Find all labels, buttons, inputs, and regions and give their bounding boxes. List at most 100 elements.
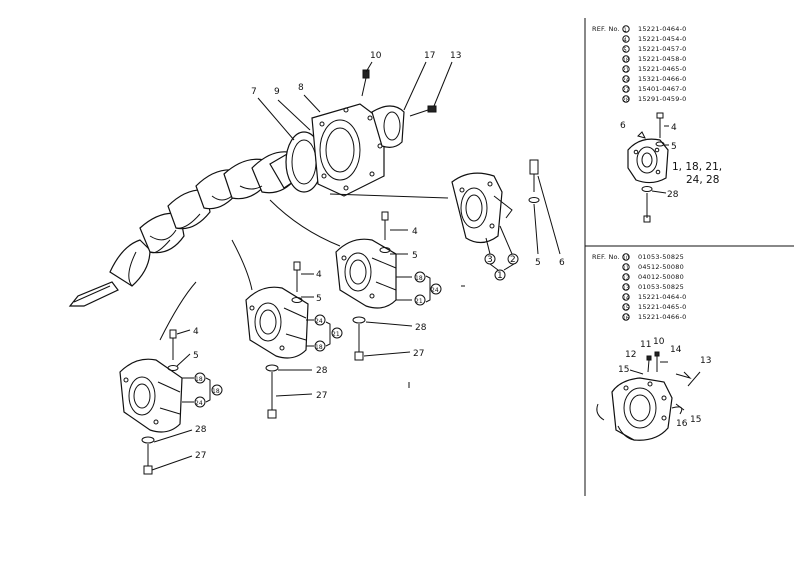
callout-4: 4 — [412, 227, 418, 237]
callout-21: 21 — [332, 331, 340, 338]
pin-icon — [529, 159, 539, 175]
callout-8: 8 — [298, 83, 304, 93]
callout-5: 5 — [412, 251, 418, 261]
callout-24: 24 — [315, 318, 323, 325]
inset-1-label: 28 — [667, 190, 679, 200]
bolt-head-icon — [427, 105, 437, 113]
bolt-icon — [687, 371, 701, 387]
ref-number: 4 — [624, 38, 627, 44]
leader-line — [485, 237, 491, 255]
callout-5: 5 — [193, 351, 199, 361]
ref-table-1-row: 27 15401-0467-0 — [622, 85, 686, 94]
inset-2-label: 15 — [618, 365, 629, 375]
part-number: 01053-50825 — [638, 283, 684, 291]
bolt-head-icon — [354, 351, 364, 361]
inset-1-label: 5 — [671, 142, 677, 152]
ref-table-1: REF. No. 1 15221-0464-0 4 15221-0454-0 5… — [592, 25, 686, 104]
ref-number: 18 — [623, 58, 630, 64]
seal-lip-icon — [596, 403, 605, 421]
ref-table-1-row: 5 15221-0457-0 — [622, 45, 686, 54]
ref-table-1-title: REF. No. — [592, 25, 620, 33]
ref-table-1-row: 1 15221-0464-0 — [622, 25, 686, 34]
inset-2-label: 15 — [690, 415, 701, 425]
callout-24: 24 — [431, 287, 439, 294]
inset-1-group-label: 1, 18, 21, — [672, 161, 722, 173]
callout-28: 28 — [415, 323, 427, 333]
part-number: 15221-0457-0 — [638, 45, 686, 53]
leader-line — [277, 99, 311, 131]
washer-icon — [167, 365, 179, 371]
leader-line — [329, 193, 449, 199]
ref-table-2-row: 10 01053-50825 — [622, 253, 684, 262]
callout-4: 4 — [193, 327, 199, 337]
leader-line — [159, 281, 197, 341]
inset-2-label: 13 — [700, 356, 711, 366]
callout-21: 21 — [415, 298, 423, 305]
bearing-housing-a-drawing — [335, 211, 431, 361]
inset-1-group-label: 24, 28 — [686, 174, 719, 186]
ref-number: 10 — [623, 256, 630, 262]
callout-2: 2 — [510, 255, 516, 265]
leader-line — [257, 97, 295, 141]
part-number: 15221-0465-0 — [638, 65, 686, 73]
callout-24: 24 — [195, 400, 203, 407]
leader-line — [365, 61, 373, 73]
ref-table-1-row: 4 15221-0454-0 — [622, 35, 686, 44]
callout-27: 27 — [195, 451, 206, 461]
callout-13: 13 — [450, 51, 461, 61]
ref-number: 13 — [623, 286, 630, 292]
ref-table-2: REF. No. 10 01053-50825 11 04512-50080 1… — [592, 253, 686, 322]
bolt-head-icon — [143, 465, 153, 475]
callout-3: 3 — [487, 255, 493, 265]
leader-line — [533, 203, 539, 255]
leader-line — [303, 94, 321, 113]
ref-table-2-row: 14 15221-0464-0 — [622, 293, 686, 302]
part-number: 15401-0467-0 — [638, 85, 686, 93]
ref-table-2-row: 12 04012-50080 — [622, 273, 684, 282]
rear-housing-drawing — [329, 159, 561, 287]
part-number: 01053-50825 — [638, 253, 684, 261]
part-number: 15221-0454-0 — [638, 35, 686, 43]
callout-1: 1 — [497, 271, 503, 281]
pin-icon — [637, 131, 646, 139]
ref-table-1-row: 21 15221-0465-0 — [622, 65, 686, 74]
ref-number: 21 — [623, 68, 630, 74]
inset-2-label: 11 — [640, 340, 651, 350]
callout-17: 17 — [424, 51, 435, 61]
inset-2-case-drawing — [596, 351, 701, 441]
inset-1-housing-drawing — [627, 112, 669, 223]
callout-5: 5 — [316, 294, 322, 304]
oil-seal-icon — [371, 105, 405, 148]
ref-table-2-title: REF. No. — [592, 253, 620, 261]
callout-28: 28 — [195, 425, 207, 435]
ref-table-2-row: 11 04512-50080 — [622, 263, 684, 272]
bearing-housing-d-drawing — [119, 329, 211, 475]
ref-number: 11 — [623, 266, 630, 272]
callout-18: 18 — [415, 275, 423, 282]
leader-line — [503, 263, 515, 271]
seal-housing-drawing — [285, 69, 437, 197]
leader-line — [537, 175, 561, 255]
part-number: 04512-50080 — [638, 263, 684, 271]
bolt-head-icon — [169, 329, 177, 339]
bolt-head-icon — [267, 409, 277, 419]
callout-9: 9 — [274, 87, 280, 97]
washer-icon — [265, 364, 279, 372]
bearing-housing-b-drawing — [245, 261, 331, 419]
ref-number: 28 — [623, 98, 630, 104]
washer-icon — [528, 197, 540, 203]
callout-18: 18 — [315, 344, 323, 351]
leader-line — [489, 263, 499, 271]
leader-line — [499, 225, 513, 255]
part-number: 15221-0465-0 — [638, 303, 686, 311]
part-number: 15221-0458-0 — [638, 55, 686, 63]
callout-27: 27 — [413, 349, 424, 359]
callout-7: 7 — [251, 87, 257, 97]
callout-27: 27 — [316, 391, 327, 401]
callout-18: 18 — [212, 388, 220, 395]
ref-number: 24 — [623, 78, 630, 84]
part-number: 15291-0459-0 — [638, 95, 686, 103]
leader-line — [231, 239, 253, 291]
bolt-head-icon — [381, 211, 389, 221]
